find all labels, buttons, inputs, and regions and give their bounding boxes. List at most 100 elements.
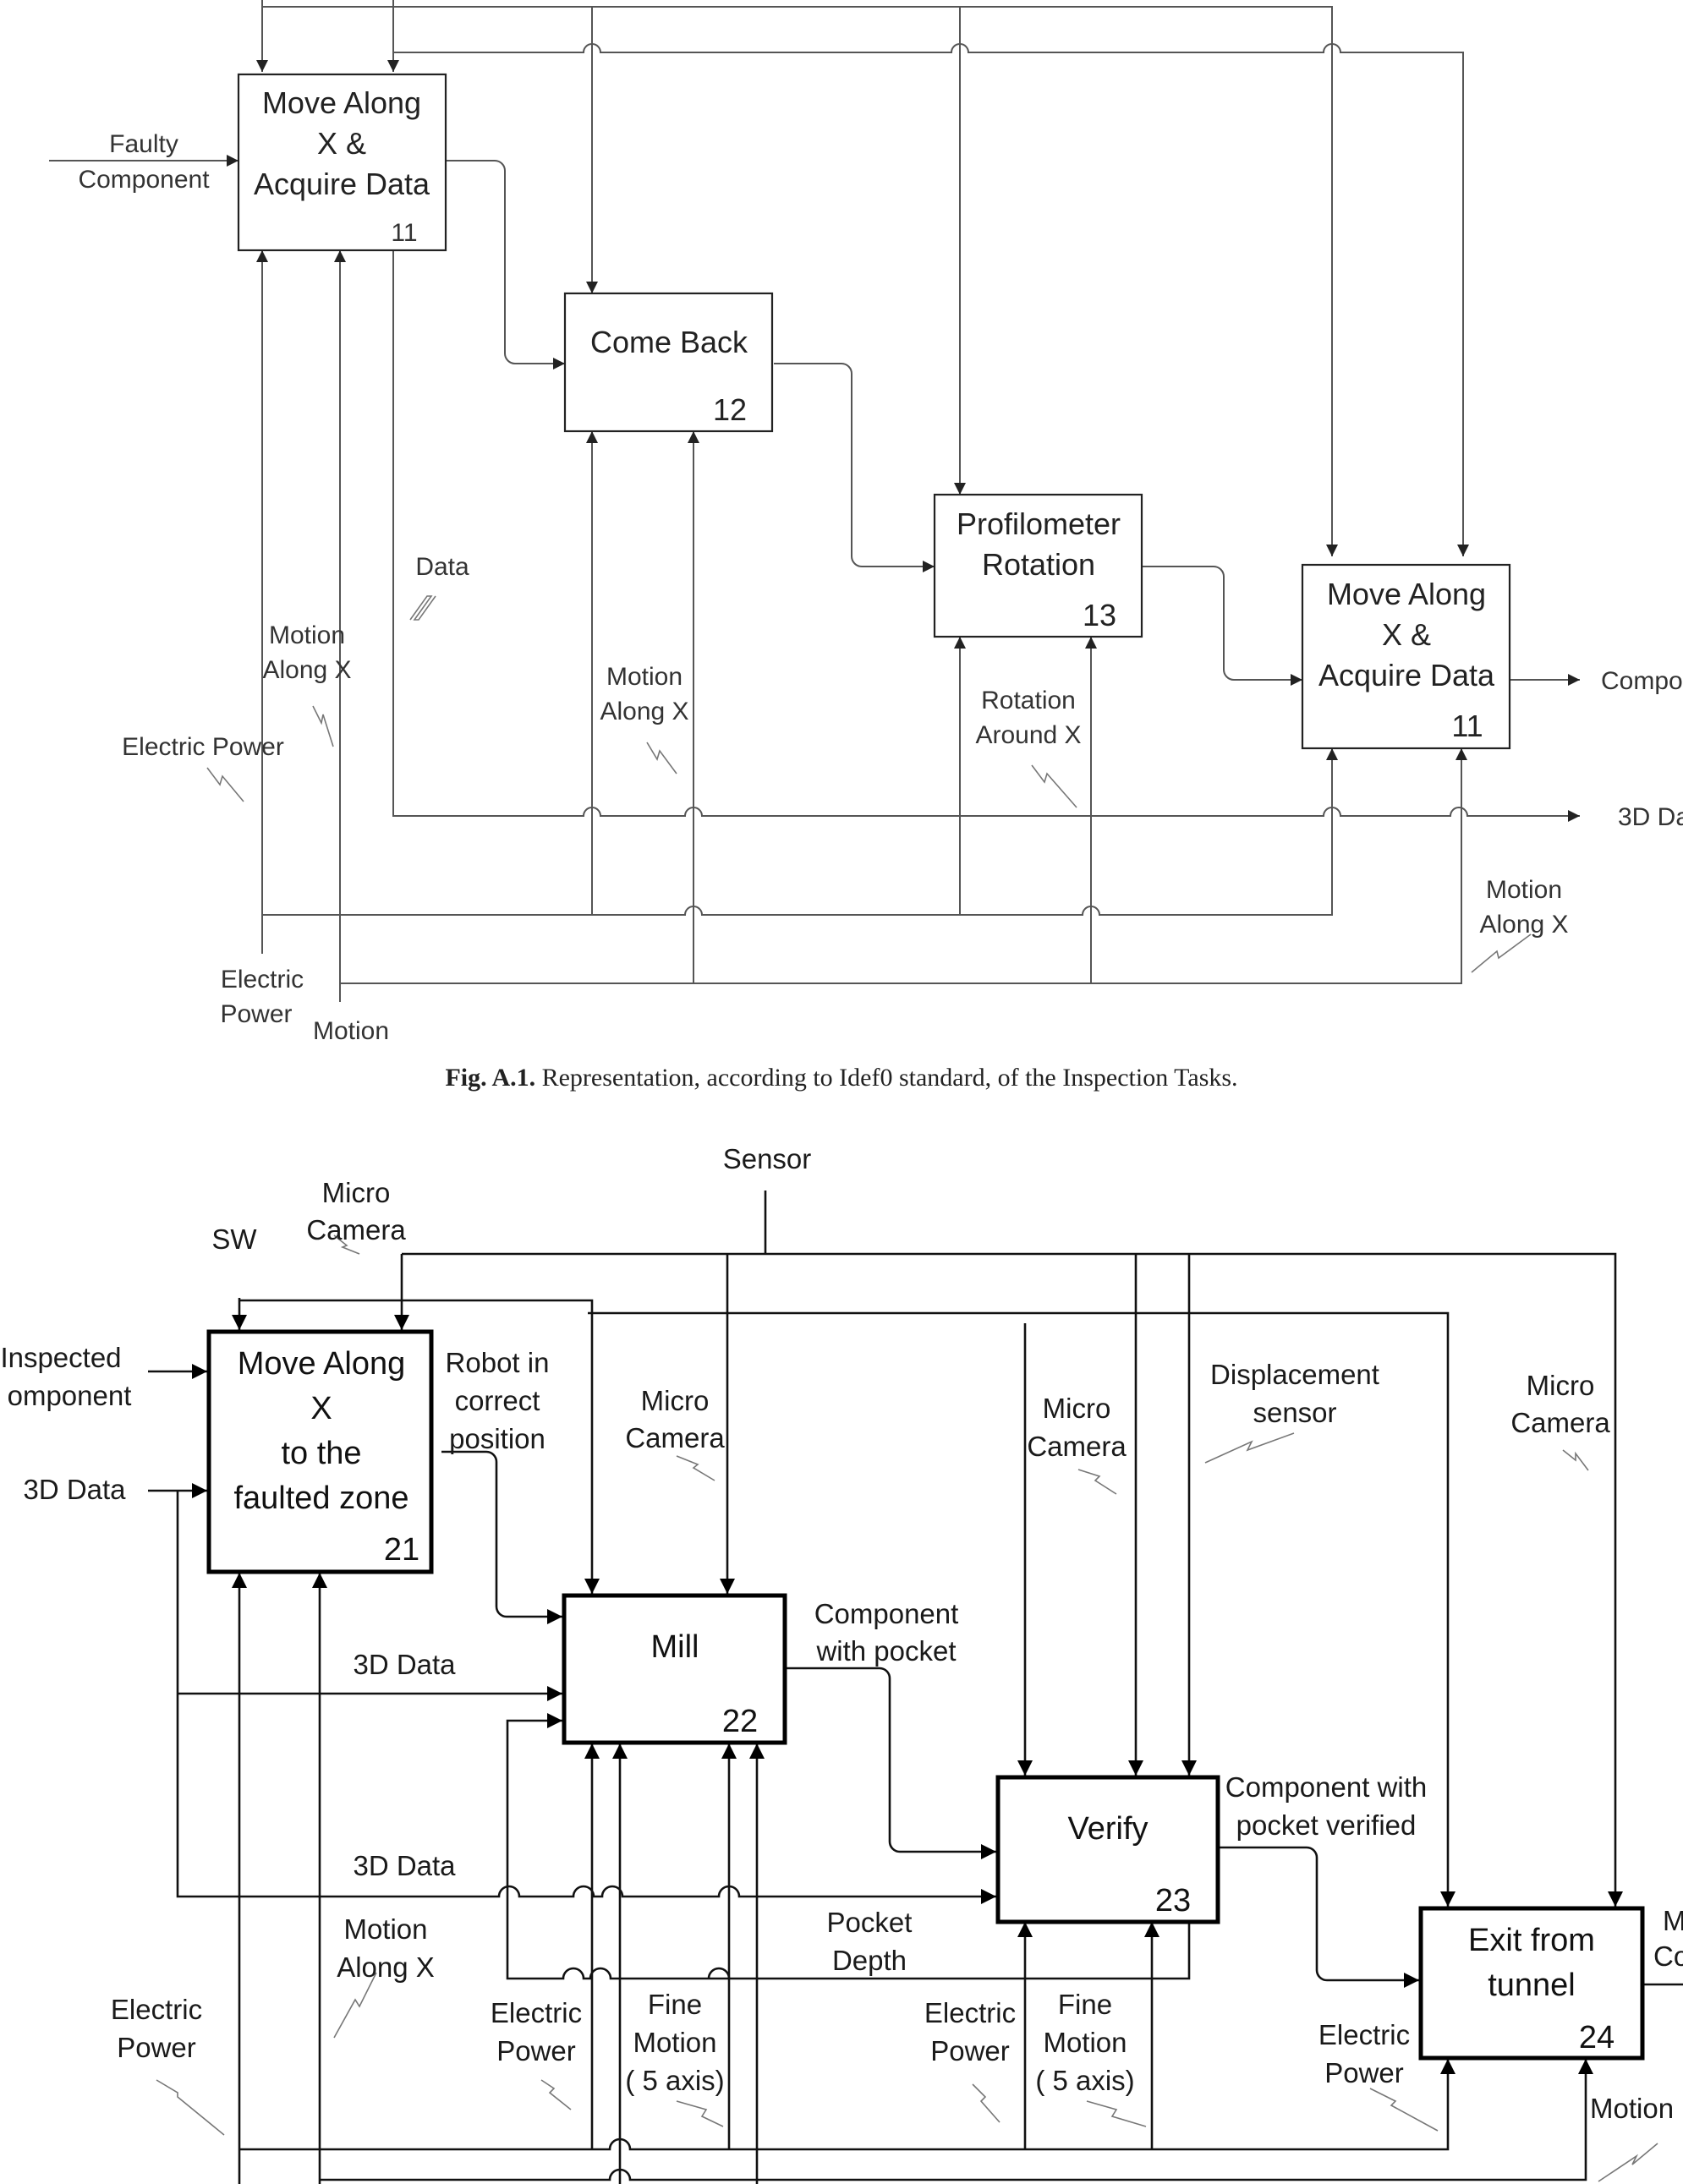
box4-line-2: X & xyxy=(1382,617,1431,652)
box3-text: Profilometer Rotation 13 xyxy=(957,506,1121,632)
squiggle-displacement xyxy=(1204,1432,1295,1464)
squiggle-micro-camera-exit xyxy=(1562,1449,1589,1471)
label-rotation-a: Rotation xyxy=(981,687,1076,714)
label-data: Data xyxy=(415,553,469,581)
squiggle-micro-camera-verify xyxy=(1077,1469,1117,1495)
label-pocket-verified-b: pocket verified xyxy=(1236,1809,1417,1841)
label-inspected-a: Inspected xyxy=(0,1342,121,1373)
label-micro-camera-exit-a: Micro xyxy=(1527,1370,1595,1401)
arrow-box1-box2 xyxy=(446,160,565,369)
squiggle-rotation xyxy=(1031,764,1077,808)
label-micro-camera-verify-b: Camera xyxy=(1027,1431,1127,1462)
label-displacement-a: Displacement xyxy=(1210,1359,1379,1390)
arrow-sw-box2 xyxy=(239,1299,600,1594)
box23-line-1: Verify xyxy=(1067,1811,1148,1847)
squiggle-data xyxy=(409,595,436,621)
label-electric-power-2b: Power xyxy=(220,1000,292,1028)
squiggle-electric-power-2 xyxy=(540,2079,572,2110)
box-verify xyxy=(995,1775,1220,1924)
squiggle-electric-power-1 xyxy=(156,2079,225,2136)
squiggle-fine-motion-1 xyxy=(676,2100,724,2127)
label-micro-camera-top-b: Camera xyxy=(306,1214,406,1245)
label-faulty: Faulty xyxy=(109,130,178,158)
box2-line-1: Come Back xyxy=(590,325,748,359)
arrow-output-3d-data xyxy=(392,250,1580,822)
box4-text: Move Along X & Acquire Data 11 xyxy=(1318,577,1495,743)
label-electric-power-2b: Power xyxy=(496,2035,576,2066)
label-electric-power-2a: Electric xyxy=(491,1997,582,2028)
box21-text: Move Along X to the faulted zone 21 xyxy=(233,1346,419,1568)
label-motion-3b: Along X xyxy=(1479,911,1568,939)
box21-line-4: faulted zone xyxy=(233,1481,408,1516)
label-fine-motion-1b: Motion xyxy=(633,2027,716,2058)
label-pocket-verified-a: Component with xyxy=(1225,1771,1427,1803)
label-rotation-b: Around X xyxy=(975,721,1081,749)
label-cut-co: Co xyxy=(1653,1940,1683,1972)
label-micro-camera-verify-a: Micro xyxy=(1043,1393,1111,1424)
box24-line-2: tunnel xyxy=(1488,1968,1576,2003)
arrow-box3-box4 xyxy=(1142,566,1302,686)
box22-line-1: Mill xyxy=(651,1629,699,1665)
label-electric-power-3a: Electric xyxy=(924,1997,1016,2028)
figure-2: Move Along X to the faulted zone 21 Mill… xyxy=(0,1143,1683,2184)
arrow-3d-data-box3 xyxy=(176,1491,996,1904)
label-3d-data-b: 3D Data xyxy=(353,1850,456,1881)
label-robot-c: position xyxy=(449,1423,545,1454)
box1-line-3: Acquire Data xyxy=(254,167,430,201)
label-robot-a: Robot in xyxy=(446,1347,550,1378)
label-motion-right: Motion xyxy=(1590,2093,1674,2124)
arrow-box3-box4 xyxy=(1218,1846,1419,1988)
label-component-pocket-a: Component xyxy=(814,1598,959,1629)
label-pocket-depth-a: Pocket xyxy=(827,1907,913,1938)
label-micro-camera-mill-a: Micro xyxy=(641,1385,710,1416)
squiggle-power-1 xyxy=(206,767,244,802)
line-top-bus xyxy=(262,6,1333,72)
label-electric-power-4a: Electric xyxy=(1318,2019,1410,2050)
squiggle-motion-3 xyxy=(1471,933,1532,973)
box24-line-1: Exit from xyxy=(1468,1923,1595,1958)
squiggle-micro-camera-mill xyxy=(676,1455,715,1481)
box-profilometer-rotation xyxy=(933,493,1143,638)
label-electric-power-1: Electric Power xyxy=(122,733,284,761)
label-inspected-b: omponent xyxy=(8,1380,132,1411)
line-power-bus xyxy=(262,748,1338,916)
arrow-motion-box4 xyxy=(320,2059,1593,2181)
label-motion-along-x-b: Along X xyxy=(337,1951,435,1983)
label-electric-power-3b: Power xyxy=(930,2035,1010,2066)
arrow-box2-box3 xyxy=(785,1667,996,1859)
label-robot-b: correct xyxy=(455,1385,540,1416)
label-electric-power-1a: Electric xyxy=(111,1994,202,2025)
box-mill xyxy=(562,1593,787,1745)
label-motion-1a: Motion xyxy=(269,621,345,649)
label-motion: Motion xyxy=(313,1017,389,1045)
label-micro-camera-top-a: Micro xyxy=(322,1177,391,1208)
label-displacement-b: sensor xyxy=(1253,1397,1336,1428)
arrow-control-box4-left xyxy=(588,1311,1455,1907)
label-output-component: Compo xyxy=(1601,667,1683,695)
box21-line-2: X xyxy=(310,1391,332,1426)
box3-line-1: Profilometer xyxy=(957,506,1121,541)
label-motion-along-x-a: Motion xyxy=(343,1913,427,1945)
box22-text: Mill 22 xyxy=(651,1629,759,1739)
label-output-3d-data: 3D Da xyxy=(1618,803,1683,831)
box1-line-2: X & xyxy=(317,126,366,161)
box-move-along-x-1 xyxy=(237,73,447,252)
label-electric-power-4b: Power xyxy=(1324,2057,1404,2088)
squiggle-micro-camera-top xyxy=(333,1234,360,1255)
box21-line-3: to the xyxy=(281,1436,361,1471)
arrow-box2-box3 xyxy=(774,363,935,572)
label-fine-motion-1a: Fine xyxy=(648,1989,702,2020)
box3-line-2: Rotation xyxy=(982,547,1095,582)
label-motion-2a: Motion xyxy=(606,663,683,691)
label-fine-motion-2a: Fine xyxy=(1058,1989,1112,2020)
box-exit-tunnel xyxy=(1418,1906,1645,2061)
label-micro-camera-mill-b: Camera xyxy=(625,1422,725,1453)
label-sensor: Sensor xyxy=(723,1143,812,1174)
squiggle-motion-1 xyxy=(312,705,334,747)
arrow-to-box4-b xyxy=(393,43,1469,556)
label-micro-camera-exit-b: Camera xyxy=(1510,1407,1610,1438)
label-component: Component xyxy=(78,166,210,194)
arrow-pocket-depth-feedback xyxy=(506,1713,1191,1980)
hop-pocket-depth xyxy=(707,1967,731,1979)
